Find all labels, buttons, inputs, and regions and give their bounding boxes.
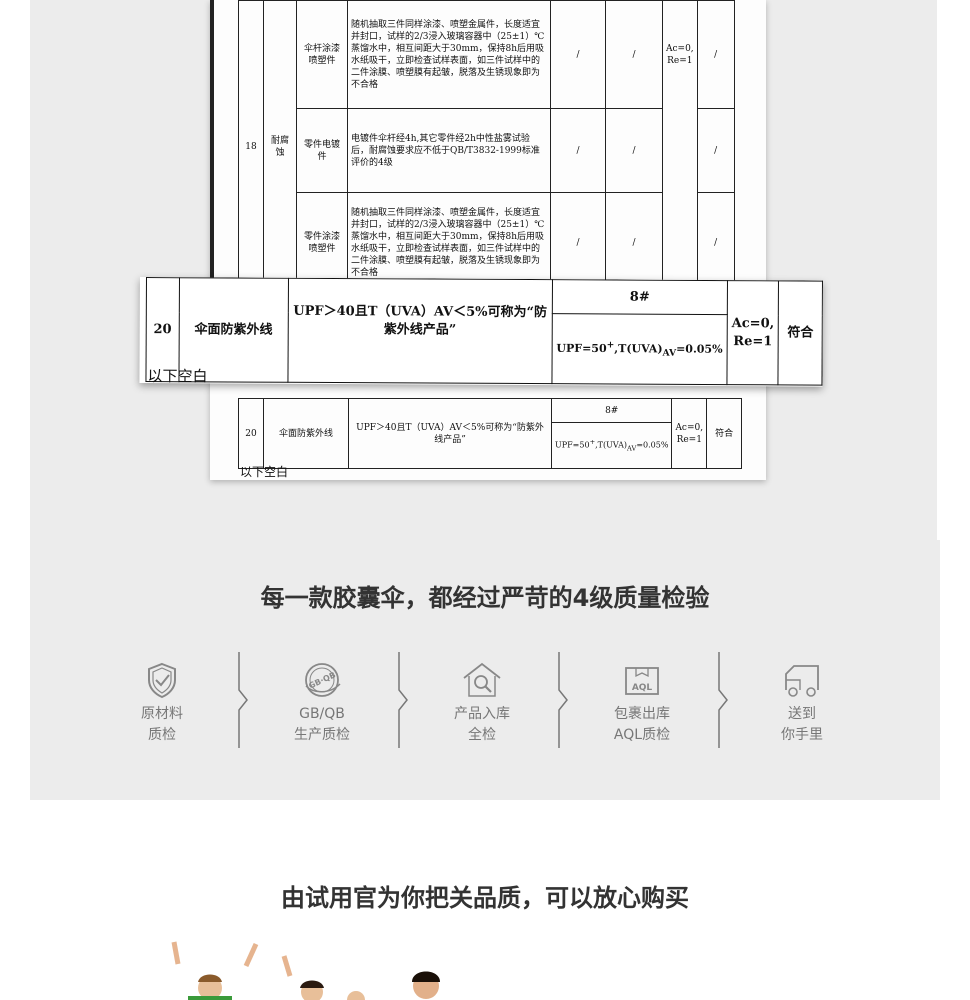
step-raw-material: 原材料 质检 (90, 650, 234, 746)
step-warehouse: 产品入库 全检 (410, 650, 554, 746)
item-requirement: 随机抽取三件同样涂漆、喷塑金属件，长度适宜并封口，试样的2/3浸入玻璃容器中（2… (347, 0, 551, 109)
row-sample: 8# (552, 279, 728, 315)
shield-check-icon (148, 662, 176, 699)
aql-box-icon: AQL (625, 667, 659, 695)
item-cell: / (696, 192, 735, 293)
house-magnifier-icon (463, 662, 501, 697)
row-conclusion: 符合 (778, 280, 823, 386)
row-category: 耐腐蚀 (263, 0, 297, 293)
row-result: UPF=50+,T(UVA)AV=0.05% (550, 422, 673, 469)
item-cell: / (550, 108, 606, 193)
scan-edge (210, 0, 214, 280)
item-cell: / (605, 192, 663, 293)
inspection-report-sheet: 18 耐腐蚀 伞杆涂漆喷塑件 随机抽取三件同样涂漆、喷塑金属件，长度适宜并封口，… (210, 0, 766, 480)
chevron-separator (558, 652, 568, 748)
item-requirement: 电镀件伞杆经4h,其它零件经2h中性盐雾试验后，耐腐蚀要求应不低于QB/T383… (347, 108, 551, 193)
step-label: 送到 (788, 706, 816, 722)
step-label: 全检 (468, 727, 496, 743)
quality-section-title: 每一款胶囊伞，都经过严苛的4级质量检验 (260, 584, 710, 612)
item-cell: / (696, 0, 735, 109)
quality-steps: 原材料 质检 GB·QB GB/QB 生产质检 产品入库 全检 (90, 650, 890, 750)
item-cell: / (605, 108, 663, 193)
person-figure (412, 971, 440, 999)
row-conclusion: 符合 (706, 398, 743, 469)
person-figure (171, 941, 259, 1000)
chevron-separator (238, 652, 248, 748)
row-requirement: UPF＞40且T（UVA）AV＜5%可称为“防紫外线产品” (287, 278, 553, 384)
blank-note: 以下空白 (240, 465, 289, 479)
tester-section-title: 由试用官为你把关品质，可以放心购买 (281, 884, 689, 912)
person-figure (347, 991, 365, 1000)
step-label: 质检 (148, 727, 176, 743)
step-label: 生产质检 (294, 727, 350, 743)
item-cell: / (605, 0, 663, 109)
panel-edge (937, 0, 940, 540)
uv-row-small: 20 伞面防紫外线 UPF＞40且T（UVA）AV＜5%可称为“防紫外线产品” … (238, 398, 743, 469)
row-judgement: Ac=0, Re=1 (671, 398, 708, 469)
item-requirement: 随机抽取三件同样涂漆、喷塑金属件，长度适宜并封口，试样的2/3浸入玻璃容器中（2… (347, 192, 551, 293)
judgement: Ac=0, Re=1 (662, 0, 698, 293)
chevron-separator (398, 652, 408, 748)
item-name: 零件电镀件 (296, 108, 348, 193)
row-requirement: UPF＞40且T（UVA）AV＜5%可称为“防紫外线产品” (348, 398, 552, 469)
person-figure (281, 955, 324, 1000)
gb-qb-stamp-icon: GB·QB (305, 663, 341, 697)
step-label: GB/QB (299, 706, 345, 722)
step-delivery: 送到 你手里 (730, 650, 874, 746)
delivery-truck-icon (785, 665, 819, 697)
row-judgement: Ac=0, Re=1 (726, 280, 779, 385)
magnified-uv-row: 20 伞面防紫外线 UPF＞40且T（UVA）AV＜5%可称为“防紫外线产品” … (139, 277, 823, 387)
item-cell: / (550, 192, 606, 293)
step-label: 产品入库 (454, 706, 510, 722)
row-sample: 8# (550, 398, 673, 423)
row-number: 18 (238, 0, 264, 293)
svg-text:AQL: AQL (632, 683, 653, 693)
item-cell: / (550, 0, 606, 109)
step-label: 你手里 (781, 727, 823, 743)
row-result: UPF=50+,T(UVA)AV=0.05% (551, 313, 728, 385)
step-label: AQL质检 (613, 727, 671, 743)
uv-row-large: 20 伞面防紫外线 UPF＞40且T（UVA）AV＜5%可称为“防紫外线产品” … (145, 277, 823, 386)
chevron-separator (718, 652, 728, 748)
corrosion-table: 18 耐腐蚀 伞杆涂漆喷塑件 随机抽取三件同样涂漆、喷塑金属件，长度适宜并封口，… (238, 0, 735, 293)
row-number: 20 (238, 398, 264, 469)
testers-photo (171, 941, 440, 1000)
step-production: GB·QB GB/QB 生产质检 (250, 650, 394, 746)
row-name: 伞面防紫外线 (263, 398, 349, 469)
step-label: 原材料 (141, 706, 183, 722)
item-name: 零件涂漆喷塑件 (296, 192, 348, 293)
step-label: 包裹出库 (614, 706, 670, 722)
item-cell: / (696, 108, 735, 193)
step-shipping: AQL 包裹出库 AQL质检 (570, 650, 714, 746)
item-name: 伞杆涂漆喷塑件 (296, 0, 348, 109)
